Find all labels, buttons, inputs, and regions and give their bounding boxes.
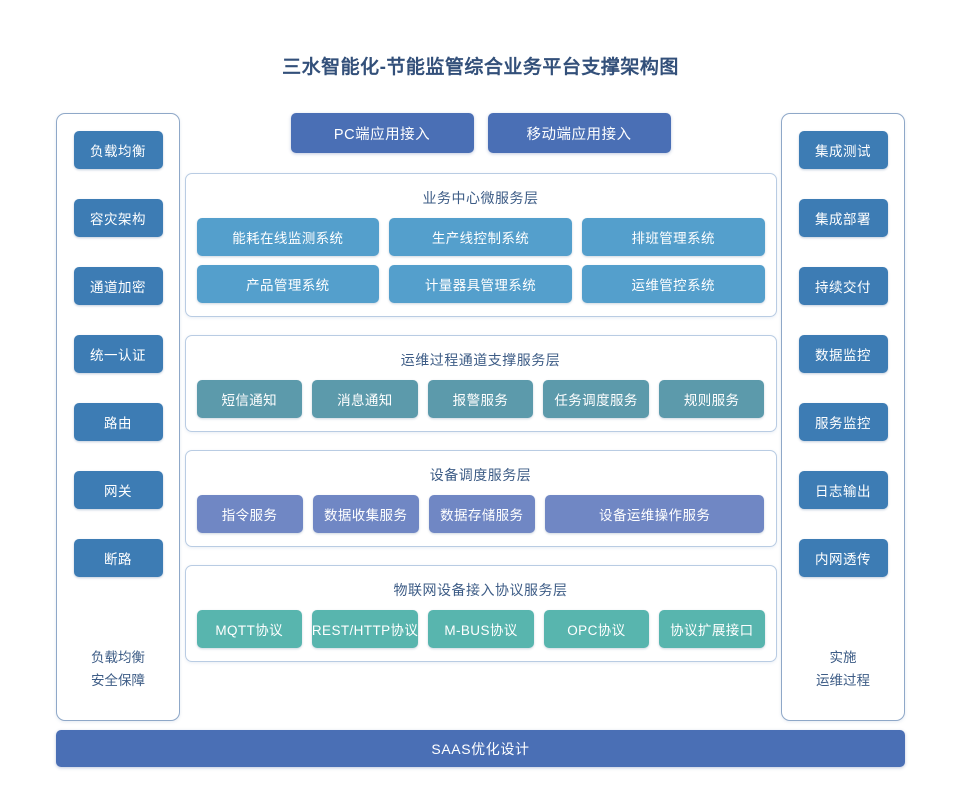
protocol-mqtt[interactable]: MQTT协议 [196, 610, 302, 648]
service-command[interactable]: 指令服务 [196, 495, 303, 533]
left-sidebar-footer-line-1: 负载均衡 [91, 650, 145, 666]
service-data-storage[interactable]: 数据存储服务 [428, 495, 535, 533]
service-product-management[interactable]: 产品管理系统 [196, 265, 380, 303]
layer-row: 能耗在线监测系统 生产线控制系统 排班管理系统 [196, 218, 765, 256]
service-metering-device-management[interactable]: 计量器具管理系统 [389, 265, 572, 303]
sidebar-item-log-output[interactable]: 日志输出 [798, 471, 888, 509]
right-sidebar-footer-line-1: 实施 [829, 650, 857, 666]
service-ops-control[interactable]: 运维管控系统 [581, 265, 765, 303]
service-task-scheduling[interactable]: 任务调度服务 [543, 380, 649, 418]
layer-title-business: 业务中心微服务层 [422, 190, 539, 206]
service-device-ops-operation[interactable]: 设备运维操作服务 [544, 495, 765, 533]
saas-optimization-bar[interactable]: SAAS优化设计 [56, 730, 905, 767]
sidebar-item-routing[interactable]: 路由 [73, 403, 163, 441]
left-sidebar-footer: 负载均衡 安全保障 [91, 647, 145, 710]
layer-business-microservice: 业务中心微服务层 能耗在线监测系统 生产线控制系统 排班管理系统 产品管理系统 … [184, 173, 777, 317]
sidebar-item-unified-auth[interactable]: 统一认证 [73, 335, 163, 373]
layer-title-iot: 物联网设备接入协议服务层 [393, 582, 568, 598]
service-production-line-control[interactable]: 生产线控制系统 [389, 218, 572, 256]
layer-ops-channel-support: 运维过程通道支撑服务层 短信通知 消息通知 报警服务 任务调度服务 规则服务 [184, 335, 777, 432]
sidebar-item-disaster-recovery[interactable]: 容灾架构 [73, 199, 163, 237]
layer-row: MQTT协议 REST/HTTP协议 M-BUS协议 OPC协议 协议扩展接口 [196, 610, 765, 648]
layer-device-scheduling: 设备调度服务层 指令服务 数据收集服务 数据存储服务 设备运维操作服务 [184, 450, 777, 547]
left-sidebar: 负载均衡 容灾架构 通道加密 统一认证 路由 网关 断路 负载均衡 安全保障 [56, 113, 180, 721]
protocol-mbus[interactable]: M-BUS协议 [428, 610, 534, 648]
right-sidebar-footer-line-2: 运维过程 [816, 672, 870, 688]
access-buttons-row: PC端应用接入 移动端应用接入 [185, 113, 777, 153]
service-sms-notification[interactable]: 短信通知 [196, 380, 303, 418]
sidebar-item-channel-encryption[interactable]: 通道加密 [73, 267, 163, 305]
pc-access-button[interactable]: PC端应用接入 [290, 113, 474, 153]
sidebar-item-load-balance[interactable]: 负载均衡 [73, 131, 163, 169]
protocol-opc[interactable]: OPC协议 [543, 610, 650, 648]
layer-row: 产品管理系统 计量器具管理系统 运维管控系统 [196, 265, 765, 303]
center-column: PC端应用接入 移动端应用接入 业务中心微服务层 能耗在线监测系统 生产线控制系… [184, 113, 777, 721]
right-sidebar-footer: 实施 运维过程 [816, 647, 870, 710]
sidebar-item-integration-test[interactable]: 集成测试 [798, 131, 888, 169]
service-rule[interactable]: 规则服务 [658, 380, 765, 418]
service-alarm[interactable]: 报警服务 [427, 380, 534, 418]
service-data-collection[interactable]: 数据收集服务 [312, 495, 419, 533]
service-shift-management[interactable]: 排班管理系统 [581, 218, 765, 256]
mobile-access-button[interactable]: 移动端应用接入 [487, 113, 671, 153]
sidebar-item-integration-deploy[interactable]: 集成部署 [798, 199, 888, 237]
layer-title-device: 设备调度服务层 [429, 467, 532, 483]
sidebar-item-continuous-delivery[interactable]: 持续交付 [798, 267, 888, 305]
service-energy-monitoring[interactable]: 能耗在线监测系统 [196, 218, 380, 256]
right-sidebar: 集成测试 集成部署 持续交付 数据监控 服务监控 日志输出 内网透传 实施 运维… [781, 113, 905, 721]
layer-iot-protocol-access: 物联网设备接入协议服务层 MQTT协议 REST/HTTP协议 M-BUS协议 … [184, 565, 777, 662]
diagram-body: 负载均衡 容灾架构 通道加密 统一认证 路由 网关 断路 负载均衡 安全保障 P… [56, 113, 905, 721]
page-title: 三水智能化-节能监管综合业务平台支撑架构图 [282, 57, 679, 78]
sidebar-item-data-monitoring[interactable]: 数据监控 [798, 335, 888, 373]
service-message-notification[interactable]: 消息通知 [312, 380, 418, 418]
protocol-rest-http[interactable]: REST/HTTP协议 [311, 610, 419, 648]
sidebar-item-service-monitoring[interactable]: 服务监控 [798, 403, 888, 441]
layer-row: 指令服务 数据收集服务 数据存储服务 设备运维操作服务 [196, 495, 765, 533]
protocol-extension-interface[interactable]: 协议扩展接口 [659, 610, 765, 648]
sidebar-item-gateway[interactable]: 网关 [73, 471, 163, 509]
layer-row: 短信通知 消息通知 报警服务 任务调度服务 规则服务 [196, 380, 765, 418]
layer-title-ops: 运维过程通道支撑服务层 [400, 352, 561, 368]
sidebar-item-circuit-breaker[interactable]: 断路 [73, 539, 163, 577]
sidebar-item-intranet-passthrough[interactable]: 内网透传 [798, 539, 888, 577]
left-sidebar-footer-line-2: 安全保障 [91, 672, 145, 688]
